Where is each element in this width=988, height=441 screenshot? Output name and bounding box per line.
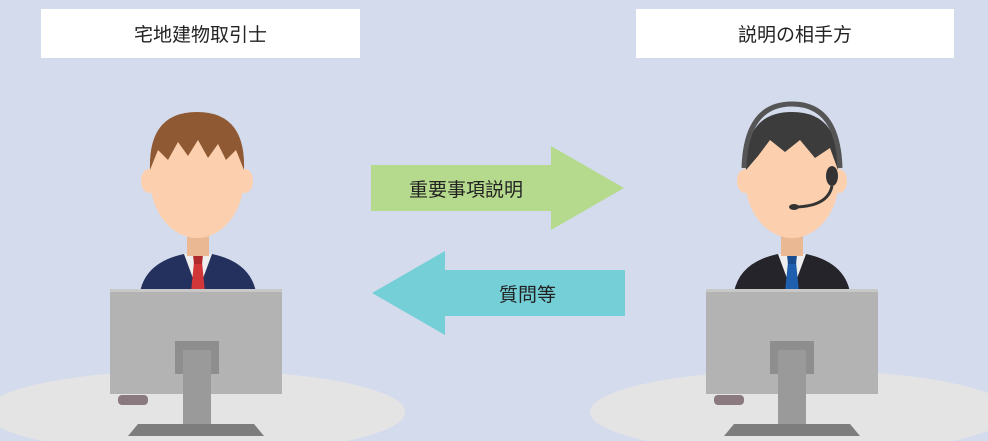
explanation-arrow [371, 146, 624, 230]
question-arrow-label: 質問等 [430, 270, 625, 316]
explanation-arrow-label: 重要事項説明 [371, 165, 561, 211]
right-party-label: 説明の相手方 [636, 9, 954, 58]
left-party-label: 宅地建物取引士 [41, 9, 360, 58]
real-estate-agent-figure [140, 112, 256, 292]
left-party-label-text: 宅地建物取引士 [133, 24, 267, 46]
customer-figure [734, 101, 850, 292]
question-arrow [372, 251, 625, 335]
right-monitor [706, 289, 878, 436]
question-arrow-text: 質問等 [498, 283, 556, 306]
right-party-label-text: 説明の相手方 [737, 24, 852, 46]
left-monitor [110, 289, 282, 436]
explanation-arrow-text: 重要事項説明 [408, 178, 523, 201]
